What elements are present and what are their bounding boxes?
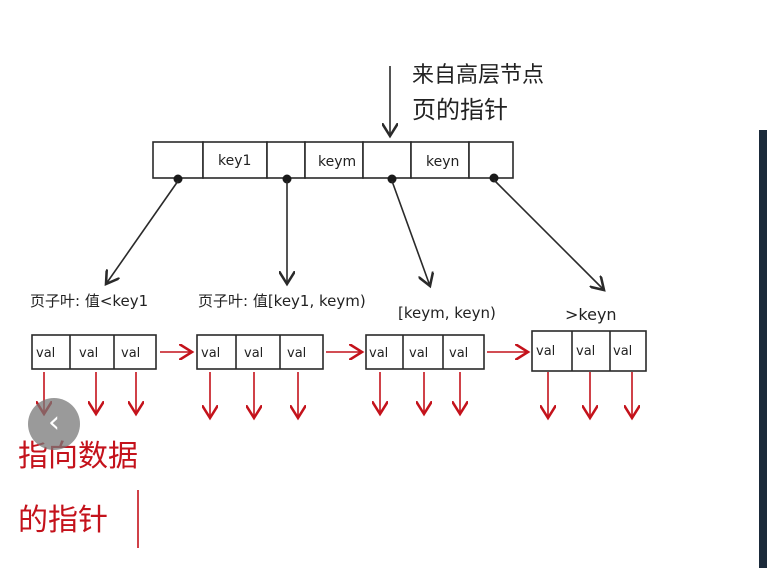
leaf-cell: val (36, 346, 55, 361)
leaf-cell: val (536, 344, 555, 359)
leaf-cell: val (576, 344, 595, 359)
root-pointer-label-line2: 页的指针 (412, 96, 508, 124)
leaf-label-2: 页子叶: 值[key1, keym) (198, 292, 366, 310)
pointer-cell (362, 141, 412, 179)
child-pointer-arrow (493, 179, 604, 290)
leaf-cell: val (287, 346, 306, 361)
leaf-cell: val (201, 346, 220, 361)
internal-key-2: keym (318, 154, 356, 170)
leaf-label-4: >keyn (565, 305, 617, 324)
leaf-cell: val (613, 344, 632, 359)
leaf-cell: val (121, 346, 140, 361)
leaf-cell: val (369, 346, 388, 361)
leaf-cell: val (244, 346, 263, 361)
key-cell (410, 141, 470, 179)
child-pointer-arrow (106, 180, 179, 284)
leaf-node-1: val val val (31, 334, 157, 370)
chevron-left-icon: ‹ (48, 405, 60, 440)
leaf-cell: val (409, 346, 428, 361)
pointer-cell (468, 141, 514, 179)
leaf-cell: val (79, 346, 98, 361)
pointer-dot (282, 174, 292, 184)
internal-node: key1 keym keyn (152, 141, 514, 184)
leaf-node-2: val val val (196, 334, 324, 370)
pointer-cell (152, 141, 204, 179)
data-pointer-arrows (44, 372, 632, 418)
side-panel-edge (759, 130, 767, 568)
pointer-cell (266, 141, 306, 179)
pointer-dot (489, 173, 499, 183)
internal-key-3: keyn (426, 154, 459, 170)
leaf-node-3: val val val (365, 334, 485, 370)
child-pointer-arrow (391, 180, 430, 286)
data-pointer-label-line2: 的指针 (18, 503, 108, 538)
previous-button[interactable]: ‹ (28, 398, 80, 450)
leaf-node-4: val val val (531, 330, 647, 372)
key-cell (304, 141, 364, 179)
leaf-label-3: [keym, keyn) (398, 304, 496, 322)
pointer-dot (387, 174, 397, 184)
root-pointer-label-line1: 来自高层节点 (412, 63, 544, 88)
internal-key-1: key1 (218, 153, 251, 169)
pointer-dot (173, 174, 183, 184)
leaf-cell: val (449, 346, 468, 361)
leaf-label-1: 页子叶: 值<key1 (30, 292, 148, 310)
